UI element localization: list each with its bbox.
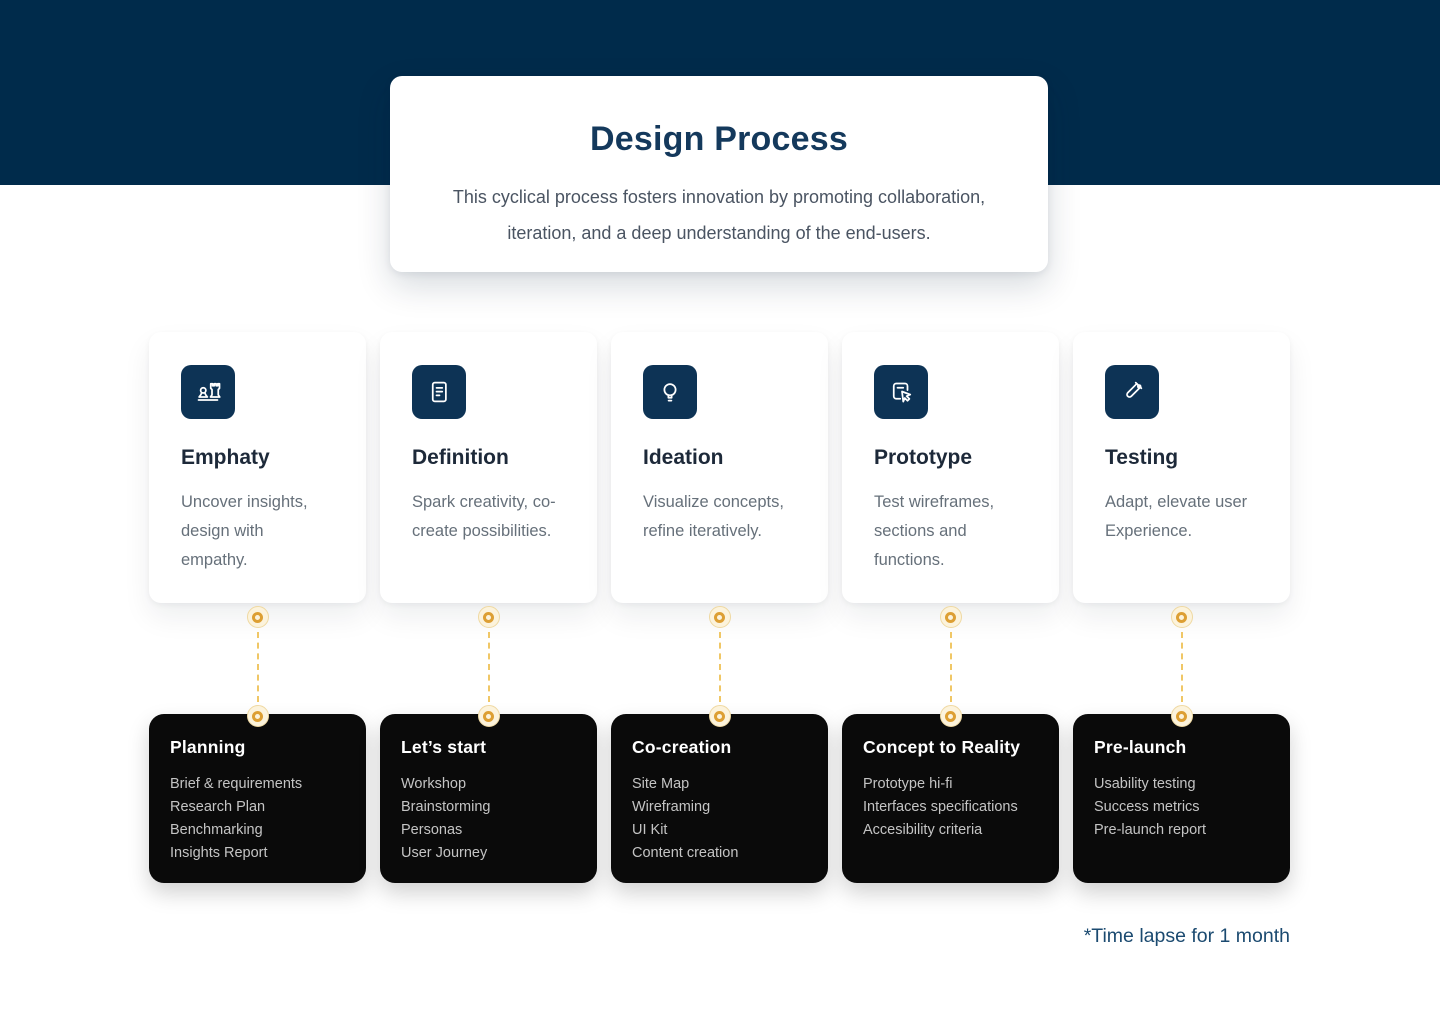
timeline-node-core bbox=[1176, 611, 1187, 623]
timeline-node-core bbox=[714, 611, 725, 623]
phase-title: Co-creation bbox=[632, 737, 732, 757]
dashed-line bbox=[949, 632, 952, 702]
phase-title: Concept to Reality bbox=[863, 737, 1021, 757]
dashed-line bbox=[256, 632, 259, 702]
phase-item: Benchmarking bbox=[170, 822, 263, 838]
phase-item: Success metrics bbox=[1094, 799, 1200, 815]
timeline-node-core bbox=[252, 611, 263, 623]
timeline-connector bbox=[939, 606, 962, 728]
stage-description: Visualize concepts, refine iteratively. bbox=[643, 493, 784, 540]
phase-item: Pre-launch report bbox=[1094, 822, 1207, 838]
page-subtitle: This cyclical process fosters innovation… bbox=[452, 187, 986, 243]
timeline-node-core bbox=[483, 611, 494, 623]
stage-title: Testing bbox=[1105, 446, 1179, 469]
stage-description: Test wireframes, sections and functions. bbox=[874, 493, 995, 569]
timeline-connector bbox=[246, 606, 269, 728]
timeline-node-top bbox=[939, 606, 962, 628]
stage-card: Prototype Test wireframes, sections and … bbox=[842, 332, 1059, 603]
dashed-line bbox=[1180, 632, 1183, 702]
dashed-line bbox=[487, 632, 490, 702]
lightbulb-icon bbox=[643, 365, 697, 419]
phase-title: Planning bbox=[170, 737, 246, 757]
timeline-node-core bbox=[714, 710, 725, 722]
phase-item: Accesibility criteria bbox=[863, 822, 983, 838]
phase-item: Interfaces specifications bbox=[863, 799, 1018, 815]
timeline-node-top bbox=[246, 606, 269, 628]
timeline-node-top bbox=[1170, 606, 1193, 628]
stage-title: Prototype bbox=[874, 446, 973, 469]
phase-item: Insights Report bbox=[170, 845, 268, 861]
timeline-node-bottom bbox=[477, 705, 500, 727]
phase-item: Content creation bbox=[632, 845, 739, 861]
timeline-node-bottom bbox=[246, 705, 269, 727]
phase-item: Workshop bbox=[401, 776, 467, 792]
phase-item: Site Map bbox=[632, 776, 690, 792]
timeline-connector bbox=[1170, 606, 1193, 728]
timeline-node-bottom bbox=[939, 705, 962, 727]
timeline-node-bottom bbox=[1170, 705, 1193, 727]
phase-item: Brief & requirements bbox=[170, 776, 303, 792]
timeline-node-core bbox=[945, 611, 956, 623]
stage-title: Definition bbox=[412, 446, 509, 469]
page-title: Design Process bbox=[590, 120, 848, 158]
footnote: *Time lapse for 1 month bbox=[1083, 925, 1290, 947]
stage-cards-row: Emphaty Uncover insights, design with em… bbox=[149, 332, 1290, 603]
phase-item: Personas bbox=[401, 822, 463, 838]
timeline-connector bbox=[708, 606, 731, 728]
stage-card: Testing Adapt, elevate user Experience. bbox=[1073, 332, 1290, 603]
stage-card: Definition Spark creativity, co-create p… bbox=[380, 332, 597, 603]
chess-pieces-icon bbox=[181, 365, 235, 419]
stage-description: Spark creativity, co-create possibilitie… bbox=[412, 493, 556, 540]
phase-title: Pre-launch bbox=[1094, 737, 1187, 757]
phase-item: Prototype hi-fi bbox=[863, 776, 953, 792]
title-card: Design Process This cyclical process fos… bbox=[390, 76, 1048, 272]
timeline-node-top bbox=[477, 606, 500, 628]
phase-item: Brainstorming bbox=[401, 799, 491, 815]
stage-card: Ideation Visualize concepts, refine iter… bbox=[611, 332, 828, 603]
document-icon bbox=[412, 365, 466, 419]
timeline-node-core bbox=[945, 710, 956, 722]
timeline-connector bbox=[477, 606, 500, 728]
test-tube-icon bbox=[1105, 365, 1159, 419]
phase-item: Research Plan bbox=[170, 799, 266, 815]
timeline-node-bottom bbox=[708, 705, 731, 727]
stage-description: Adapt, elevate user Experience. bbox=[1105, 493, 1248, 540]
stage-title: Ideation bbox=[643, 446, 724, 469]
timeline-node-core bbox=[483, 710, 494, 722]
phase-item: UI Kit bbox=[632, 822, 668, 838]
prototype-cursor-icon bbox=[874, 365, 928, 419]
stage-card: Emphaty Uncover insights, design with em… bbox=[149, 332, 366, 603]
phase-title: Let’s start bbox=[401, 737, 487, 757]
phase-item: Wireframing bbox=[632, 799, 711, 815]
phase-item: Usability testing bbox=[1094, 776, 1196, 792]
dashed-line bbox=[718, 632, 721, 702]
stage-description: Uncover insights, design with empathy. bbox=[181, 493, 308, 569]
timeline-node-top bbox=[708, 606, 731, 628]
stage-title: Emphaty bbox=[181, 446, 270, 469]
timeline-node-core bbox=[252, 710, 263, 722]
timeline-node-core bbox=[1176, 710, 1187, 722]
phase-item: User Journey bbox=[401, 845, 488, 861]
